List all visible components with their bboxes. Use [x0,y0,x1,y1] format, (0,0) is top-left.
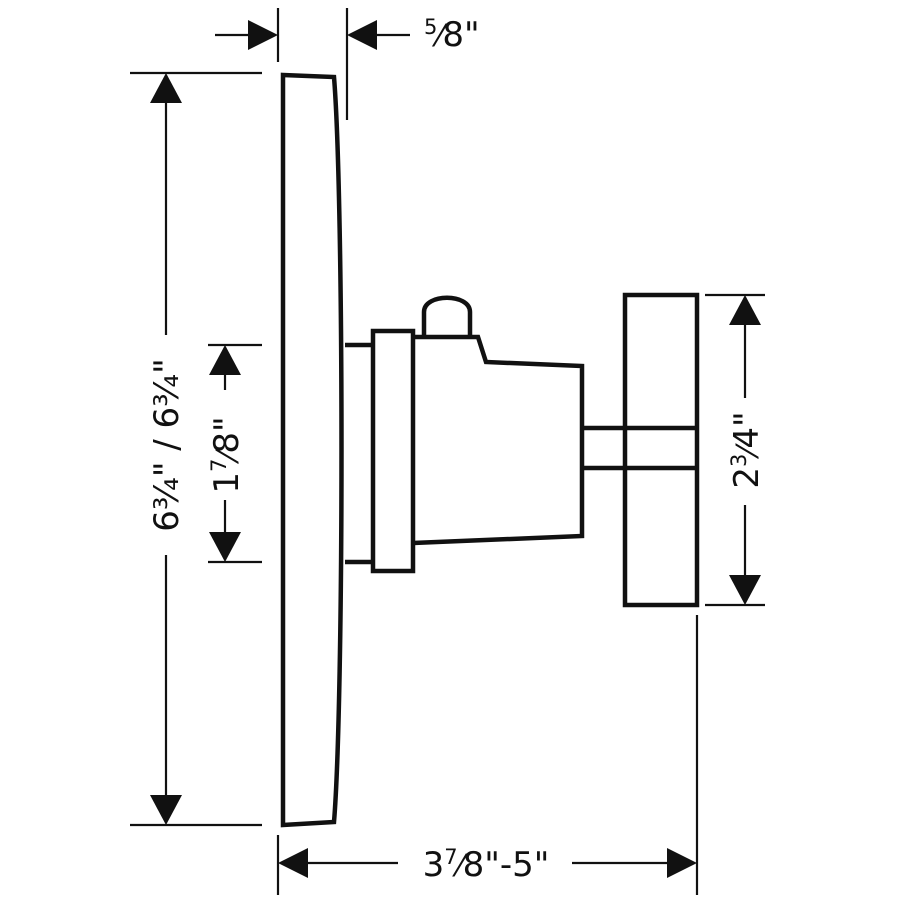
wall-plate [280,72,344,828]
dimension-body-height: 17⁄8" [207,343,262,564]
body-flange [370,328,416,574]
dimension-label-overall-depth: 37⁄8"-5" [423,845,550,885]
top-knob [421,295,473,337]
dimension-plate-height: 6¾" / 6¾" [130,71,262,827]
valve-body [412,334,585,546]
dimension-top-depth: 5⁄8" [215,8,480,120]
handle-cross-bar [625,425,697,471]
plate-stem [345,342,375,565]
cross-handle [622,292,700,608]
valve-trim-outline [280,72,700,828]
dimension-label-handle-height: 23⁄4" [727,411,767,488]
dimension-label-body-height: 17⁄8" [207,416,247,493]
spindle [582,425,625,471]
dimension-label-top-depth: 5⁄8" [424,15,480,55]
dimension-handle-height: 23⁄4" [705,293,767,607]
dimension-label-plate-height: 6¾" / 6¾" [147,358,187,532]
dimension-overall-depth: 37⁄8"-5" [276,615,699,895]
